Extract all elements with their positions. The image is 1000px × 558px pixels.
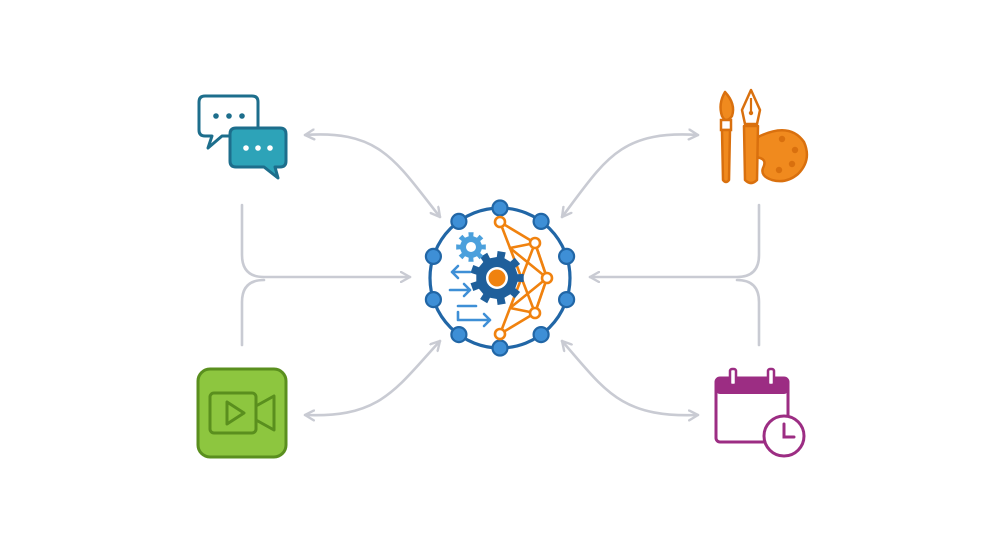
arrow-chat-hub xyxy=(303,134,442,219)
right-bracket-top xyxy=(588,203,761,277)
hub-ring-node xyxy=(424,247,442,265)
arrow-calendar-hub xyxy=(560,339,700,415)
chat-bubbles-icon xyxy=(197,94,288,180)
left-bracket-bottom xyxy=(240,278,266,347)
small-gear-icon xyxy=(456,232,486,262)
hub-ring-node xyxy=(450,212,468,230)
ai-hub-icon xyxy=(424,199,576,357)
data-flow-arrows-icon xyxy=(448,264,492,328)
hub-ring-node xyxy=(557,247,576,265)
art-tools-icon xyxy=(719,88,809,185)
hub-ring-node xyxy=(450,326,468,344)
gear-icon xyxy=(470,251,524,305)
left-bracket-top xyxy=(240,203,412,277)
hub-ring-node xyxy=(532,326,550,344)
hub-ring-node xyxy=(491,199,509,217)
arrow-art-hub xyxy=(560,134,700,219)
hub-ring-node xyxy=(532,212,550,230)
arrow-video-hub xyxy=(303,339,442,415)
hub-ring-node xyxy=(491,339,509,357)
neural-network-icon xyxy=(493,215,554,341)
hub-ring-node xyxy=(424,291,442,309)
right-bracket-bottom xyxy=(735,278,761,347)
hub-ring-node xyxy=(557,291,576,309)
video-camera-icon xyxy=(196,367,288,459)
calendar-clock-icon xyxy=(714,367,806,458)
connectors xyxy=(240,134,761,415)
